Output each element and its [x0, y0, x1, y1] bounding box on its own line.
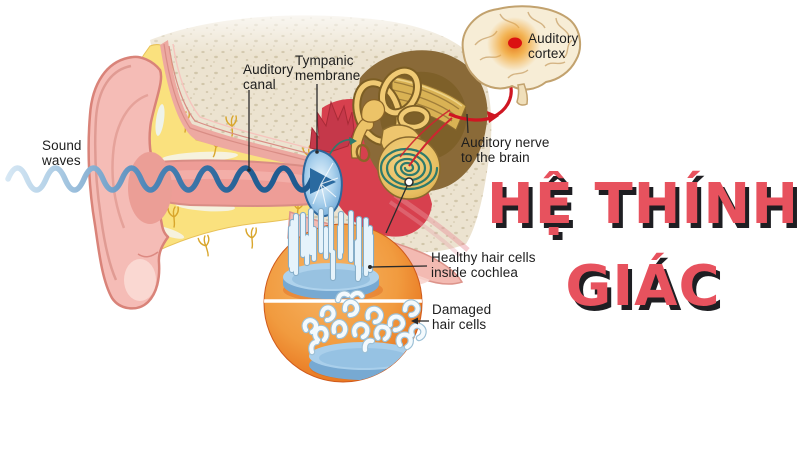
leader-healthy-hair-cells	[371, 265, 428, 268]
sound-wave	[5, 162, 339, 208]
label-line: Damaged	[432, 302, 492, 317]
cochlea-marker-circle	[404, 177, 414, 187]
label-line: cortex	[528, 46, 566, 61]
label-line: Healthy hair cells	[431, 250, 536, 265]
bone-top-fade	[140, 0, 500, 55]
label-damaged-hair-cells: Damaged hair cells	[432, 302, 491, 332]
diagram-title-line1: HỆ THÍNH	[486, 172, 800, 237]
diagram-title-line2: GIÁC	[565, 254, 721, 319]
auditory-cortex-dot	[508, 37, 522, 49]
label-line: Auditory nerve	[461, 135, 550, 150]
label-tympanic-membrane: Tympanic membrane	[295, 53, 360, 83]
auditory-nerve-band	[391, 75, 467, 131]
label-line: Sound	[42, 138, 82, 153]
ear-antihelix-line	[111, 93, 149, 229]
leader-inset-to-cochlea	[385, 185, 408, 234]
healthy-hair-cells	[287, 205, 375, 283]
label-line: Auditory	[528, 31, 579, 46]
membrane-radial-lines	[312, 162, 339, 208]
earlobe-highlight	[124, 259, 156, 301]
label-line: hair cells	[432, 317, 487, 332]
damaged-hair-cells	[301, 289, 427, 356]
middle-ear-red-spikes	[309, 100, 355, 153]
hair-cell-inset	[263, 205, 427, 383]
label-line: inside cochlea	[431, 265, 518, 280]
brainstem	[516, 83, 529, 106]
leader-lines	[247, 84, 469, 325]
label-auditory-canal: Auditory canal	[243, 62, 293, 92]
label-line: Tympanic	[295, 53, 354, 68]
label-healthy-hair-cells: Healthy hair cells inside cochlea	[431, 250, 536, 280]
label-auditory-cortex: Auditory cortex	[528, 31, 578, 61]
label-line: waves	[42, 153, 81, 168]
label-line: membrane	[295, 68, 361, 83]
stapes-oval-window	[355, 143, 371, 163]
label-line: canal	[243, 77, 276, 92]
mid-arrowhead	[487, 111, 499, 123]
label-sound-waves: Sound waves	[42, 138, 82, 168]
label-line: to the brain	[461, 150, 530, 165]
ossicles	[326, 99, 386, 163]
cochlea	[377, 136, 441, 200]
label-auditory-nerve: Auditory nerve to the brain	[461, 135, 549, 165]
leader-auditory-nerve	[466, 113, 469, 134]
label-line: Auditory	[243, 62, 294, 77]
brain	[461, 5, 582, 106]
skin-cartilage-band	[160, 40, 336, 176]
incus	[361, 99, 386, 123]
